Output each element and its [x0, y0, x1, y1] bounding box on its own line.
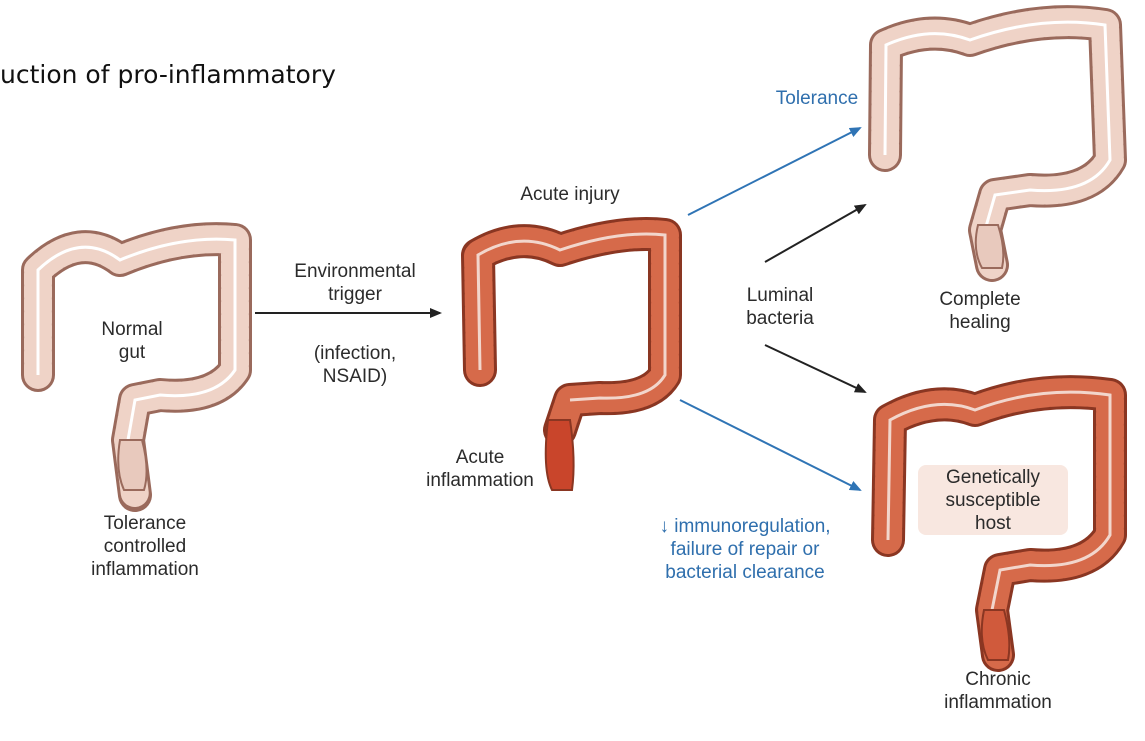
normal-gut-colon-illustration	[38, 239, 235, 495]
tolerance-arrow	[688, 128, 860, 215]
acute-injury-label: Acute injury	[480, 183, 660, 206]
tolerance-label: Tolerance	[752, 87, 882, 110]
trigger-examples-label: (infection,NSAID)	[285, 342, 425, 388]
bacteria-to-healing-arrow	[765, 205, 865, 262]
bacteria-to-chronic-arrow	[765, 345, 865, 392]
immunoregulation-arrow	[680, 400, 860, 490]
complete-healing-colon-illustration	[885, 22, 1110, 268]
